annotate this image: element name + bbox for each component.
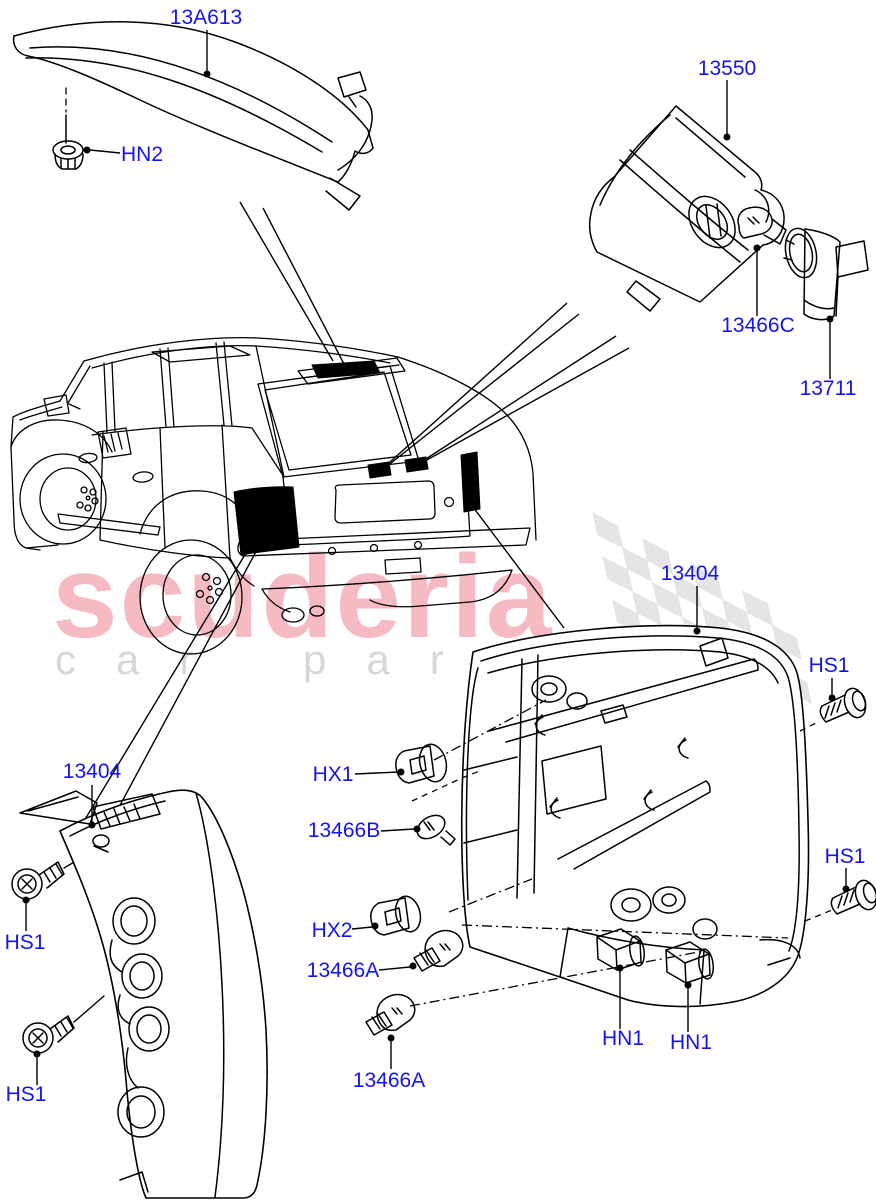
high-stop-lamp-drawing xyxy=(12,21,374,211)
label-hn2: HN2 xyxy=(121,143,163,166)
label-hn1-right: HN1 xyxy=(670,1031,712,1054)
screw-left-bottom-drawing xyxy=(22,995,105,1054)
label-hs1-left-top: HS1 xyxy=(5,931,46,954)
watermark-brand: scuderia xyxy=(52,531,553,663)
label-13404-left: 13404 xyxy=(63,760,122,783)
bulb-holder-hx2-drawing xyxy=(370,895,422,936)
screw-right-top-drawing xyxy=(819,687,867,723)
nut-hn1-left-drawing xyxy=(596,928,645,971)
tailgate-lamp-13550-drawing xyxy=(588,105,785,312)
socket-13711-drawing xyxy=(783,227,869,321)
label-hn1-left: HN1 xyxy=(602,1027,644,1050)
label-hs1-right-top: HS1 xyxy=(809,654,850,677)
pointer-lines xyxy=(80,201,630,838)
rear-lamp-right-drawing xyxy=(409,624,833,1008)
label-hs1-left-bottom: HS1 xyxy=(6,1083,47,1106)
label-13466c: 13466C xyxy=(721,314,795,337)
car-illustration xyxy=(10,336,537,655)
label-hs1-right-bottom: HS1 xyxy=(825,845,866,868)
label-13466a-1: 13466A xyxy=(307,959,379,982)
rear-lamp-left-drawing xyxy=(19,789,268,1199)
label-13550: 13550 xyxy=(698,57,756,80)
bulb-13466c-drawing xyxy=(737,206,787,245)
label-13404-right: 13404 xyxy=(661,562,720,585)
label-13466b: 13466B xyxy=(308,819,380,842)
bulb-13466a-2-drawing xyxy=(365,993,416,1036)
label-13711: 13711 xyxy=(800,377,857,400)
label-13a613: 13A613 xyxy=(170,6,242,29)
leader-lines xyxy=(22,30,850,1085)
hn2-nut-drawing xyxy=(52,87,84,170)
bulb-13466a-1-drawing xyxy=(413,929,464,972)
bulb-13466b-drawing xyxy=(416,814,456,846)
label-13466a-2: 13466A xyxy=(353,1069,425,1092)
nut-hn1-right-drawing xyxy=(665,941,714,984)
bulb-holder-hx1-drawing xyxy=(395,743,448,784)
label-hx2: HX2 xyxy=(312,919,353,942)
labels-layer: 13A613 HN2 13550 13466C 13711 13404 HS1 … xyxy=(5,6,866,1106)
screw-right-bottom-drawing xyxy=(830,879,876,915)
label-hx1: HX1 xyxy=(313,763,354,786)
